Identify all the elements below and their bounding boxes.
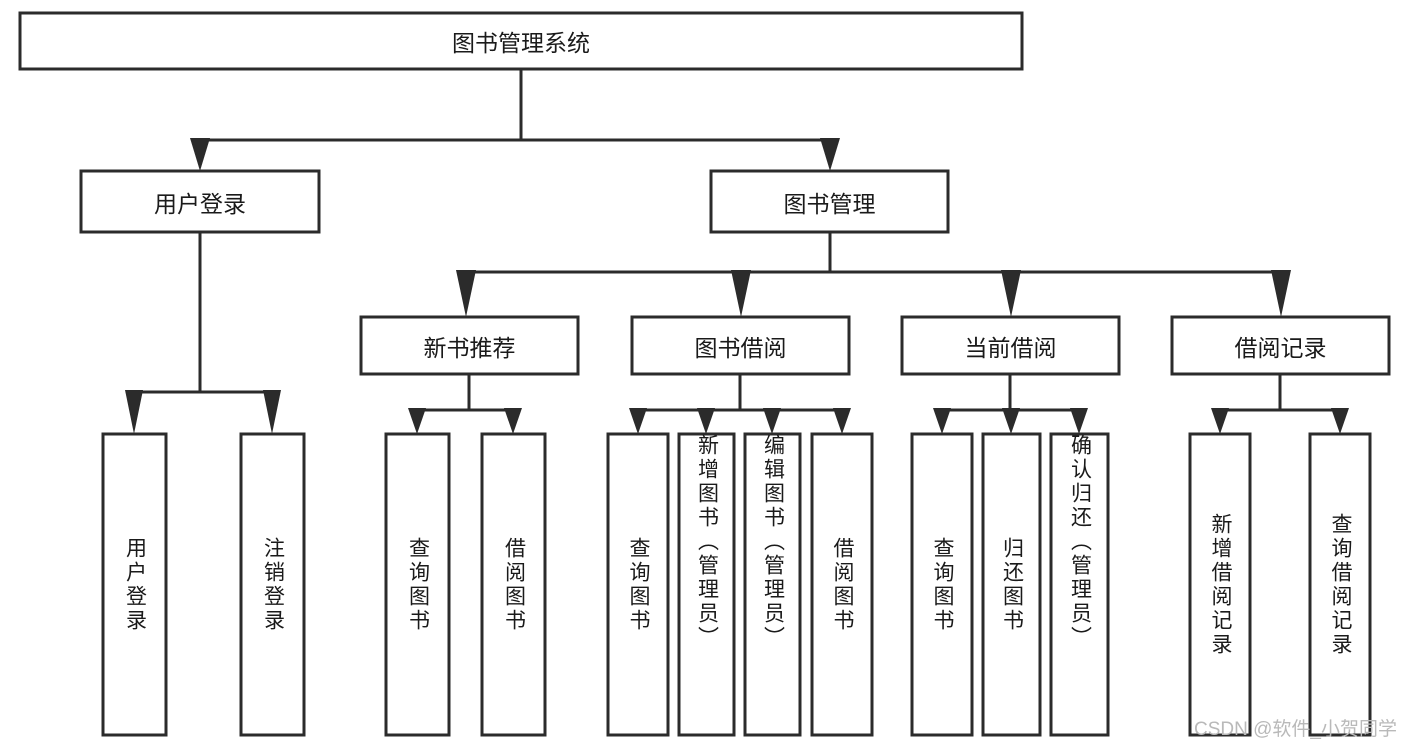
node-box-leaf-add-borrow-record[interactable] bbox=[1188, 432, 1252, 737]
arrow-head-leaf-query-book-3 bbox=[933, 408, 951, 434]
connector-bookborrow-to-leaves bbox=[629, 374, 851, 434]
arrow-head-borrow-record bbox=[1271, 270, 1291, 317]
arrow-head-leaf-query-borrow-record bbox=[1331, 408, 1349, 434]
node-box-leaf-return-book[interactable] bbox=[981, 432, 1042, 737]
node-box-borrow-record[interactable] bbox=[1170, 315, 1391, 376]
connector-bookmgmt-to-level2 bbox=[456, 232, 1291, 317]
node-box-leaf-user-login[interactable] bbox=[101, 432, 168, 737]
arrow-head-leaf-confirm-return-admin bbox=[1070, 408, 1088, 434]
arrow-head-book-borrow bbox=[731, 270, 751, 317]
node-box-leaf-query-book-2[interactable] bbox=[606, 432, 670, 737]
node-box-root[interactable] bbox=[18, 11, 1024, 71]
node-box-leaf-query-book-1[interactable] bbox=[384, 432, 451, 737]
node-box-leaf-edit-book-admin[interactable] bbox=[743, 432, 802, 737]
node-box-user-login[interactable] bbox=[79, 169, 321, 234]
arrow-head-leaf-add-borrow-record bbox=[1211, 408, 1229, 434]
arrow-head-leaf-return-book bbox=[1002, 408, 1020, 434]
arrow-head-leaf-query-book-2 bbox=[629, 408, 647, 434]
connector-userlogin-to-leaves bbox=[125, 232, 281, 434]
arrow-head-book-management bbox=[820, 138, 840, 171]
node-box-leaf-borrow-book-2[interactable] bbox=[810, 432, 874, 737]
arrow-head-leaf-edit-book-admin bbox=[763, 408, 781, 434]
node-box-leaf-add-book-admin[interactable] bbox=[677, 432, 736, 737]
node-box-leaf-query-book-3[interactable] bbox=[910, 432, 974, 737]
connector-root-to-level1 bbox=[190, 69, 840, 171]
node-box-book-management[interactable] bbox=[709, 169, 950, 234]
node-box-leaf-query-borrow-record[interactable] bbox=[1308, 432, 1372, 737]
connector-currentborrow-to-leaves bbox=[933, 374, 1088, 434]
connector-borrowrecord-to-leaves bbox=[1211, 374, 1349, 434]
arrow-head-current-borrow bbox=[1001, 270, 1021, 317]
node-box-leaf-borrow-book-1[interactable] bbox=[480, 432, 547, 737]
node-box-book-borrow[interactable] bbox=[630, 315, 851, 376]
arrow-head-new-book-recommend bbox=[456, 270, 476, 317]
arrow-head-leaf-add-book-admin bbox=[697, 408, 715, 434]
node-box-leaf-logout[interactable] bbox=[239, 432, 306, 737]
arrow-head-leaf-logout bbox=[263, 390, 281, 434]
arrow-head-leaf-query-book-1 bbox=[408, 408, 426, 434]
arrow-head-user-login bbox=[190, 138, 210, 171]
node-box-leaf-confirm-return-admin[interactable] bbox=[1049, 432, 1110, 737]
node-box-current-borrow[interactable] bbox=[900, 315, 1121, 376]
arrow-head-leaf-user-login bbox=[125, 390, 143, 434]
arrow-head-leaf-borrow-book-1 bbox=[504, 408, 522, 434]
node-box-new-book-recommend[interactable] bbox=[359, 315, 580, 376]
arrow-head-leaf-borrow-book-2 bbox=[833, 408, 851, 434]
connector-newbook-to-leaves bbox=[408, 374, 522, 434]
